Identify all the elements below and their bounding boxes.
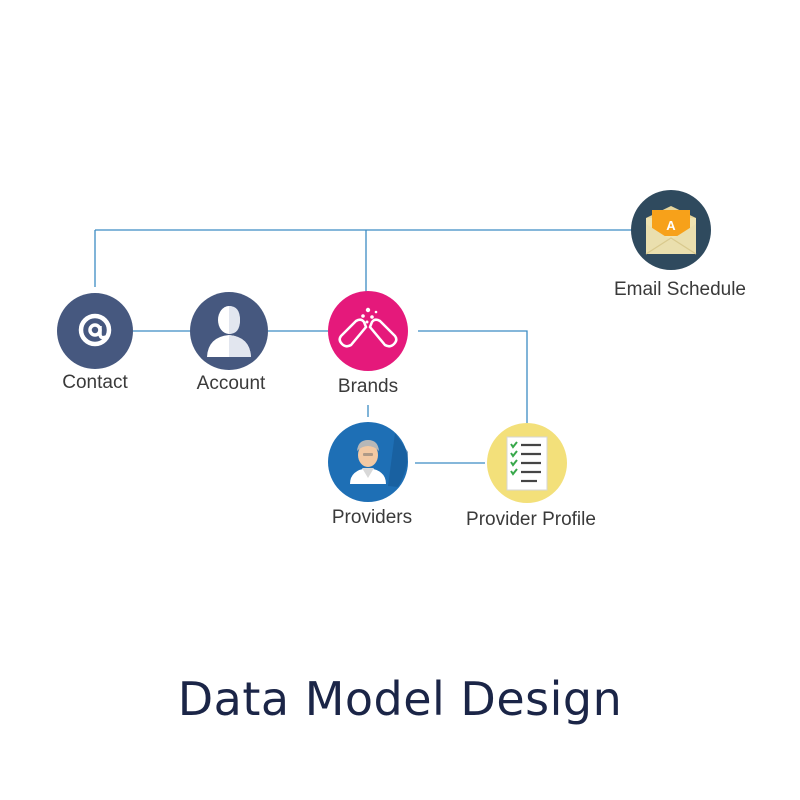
- checklist-icon: [506, 436, 548, 491]
- envelope-icon: A: [645, 206, 697, 255]
- node-contact[interactable]: Contact: [57, 293, 133, 393]
- node-contact-label: Contact: [62, 372, 128, 393]
- connectors: [94, 229, 640, 464]
- pills-icon: [338, 307, 398, 348]
- diagram-title: Data Model Design: [177, 672, 623, 726]
- connector-brands-profile: [418, 330, 528, 424]
- svg-text:A: A: [666, 218, 676, 233]
- node-account-label: Account: [197, 373, 266, 394]
- node-email-schedule[interactable]: A Email Schedule: [614, 190, 746, 300]
- node-brands[interactable]: Brands: [328, 291, 408, 397]
- node-account[interactable]: Account: [190, 292, 268, 394]
- node-provider-profile-label: Provider Profile: [466, 509, 596, 530]
- node-email-schedule-label: Email Schedule: [614, 279, 746, 300]
- node-brands-circle: [328, 291, 408, 371]
- node-brands-label: Brands: [338, 376, 398, 397]
- person-icon: [207, 306, 251, 357]
- doctor-icon: [350, 440, 386, 484]
- node-providers-label: Providers: [332, 507, 412, 528]
- node-contact-circle: [57, 293, 133, 369]
- at-sign-icon: [78, 313, 112, 347]
- node-providers-shadow: [388, 433, 408, 487]
- node-providers[interactable]: Providers: [328, 422, 412, 528]
- node-provider-profile[interactable]: Provider Profile: [466, 423, 596, 530]
